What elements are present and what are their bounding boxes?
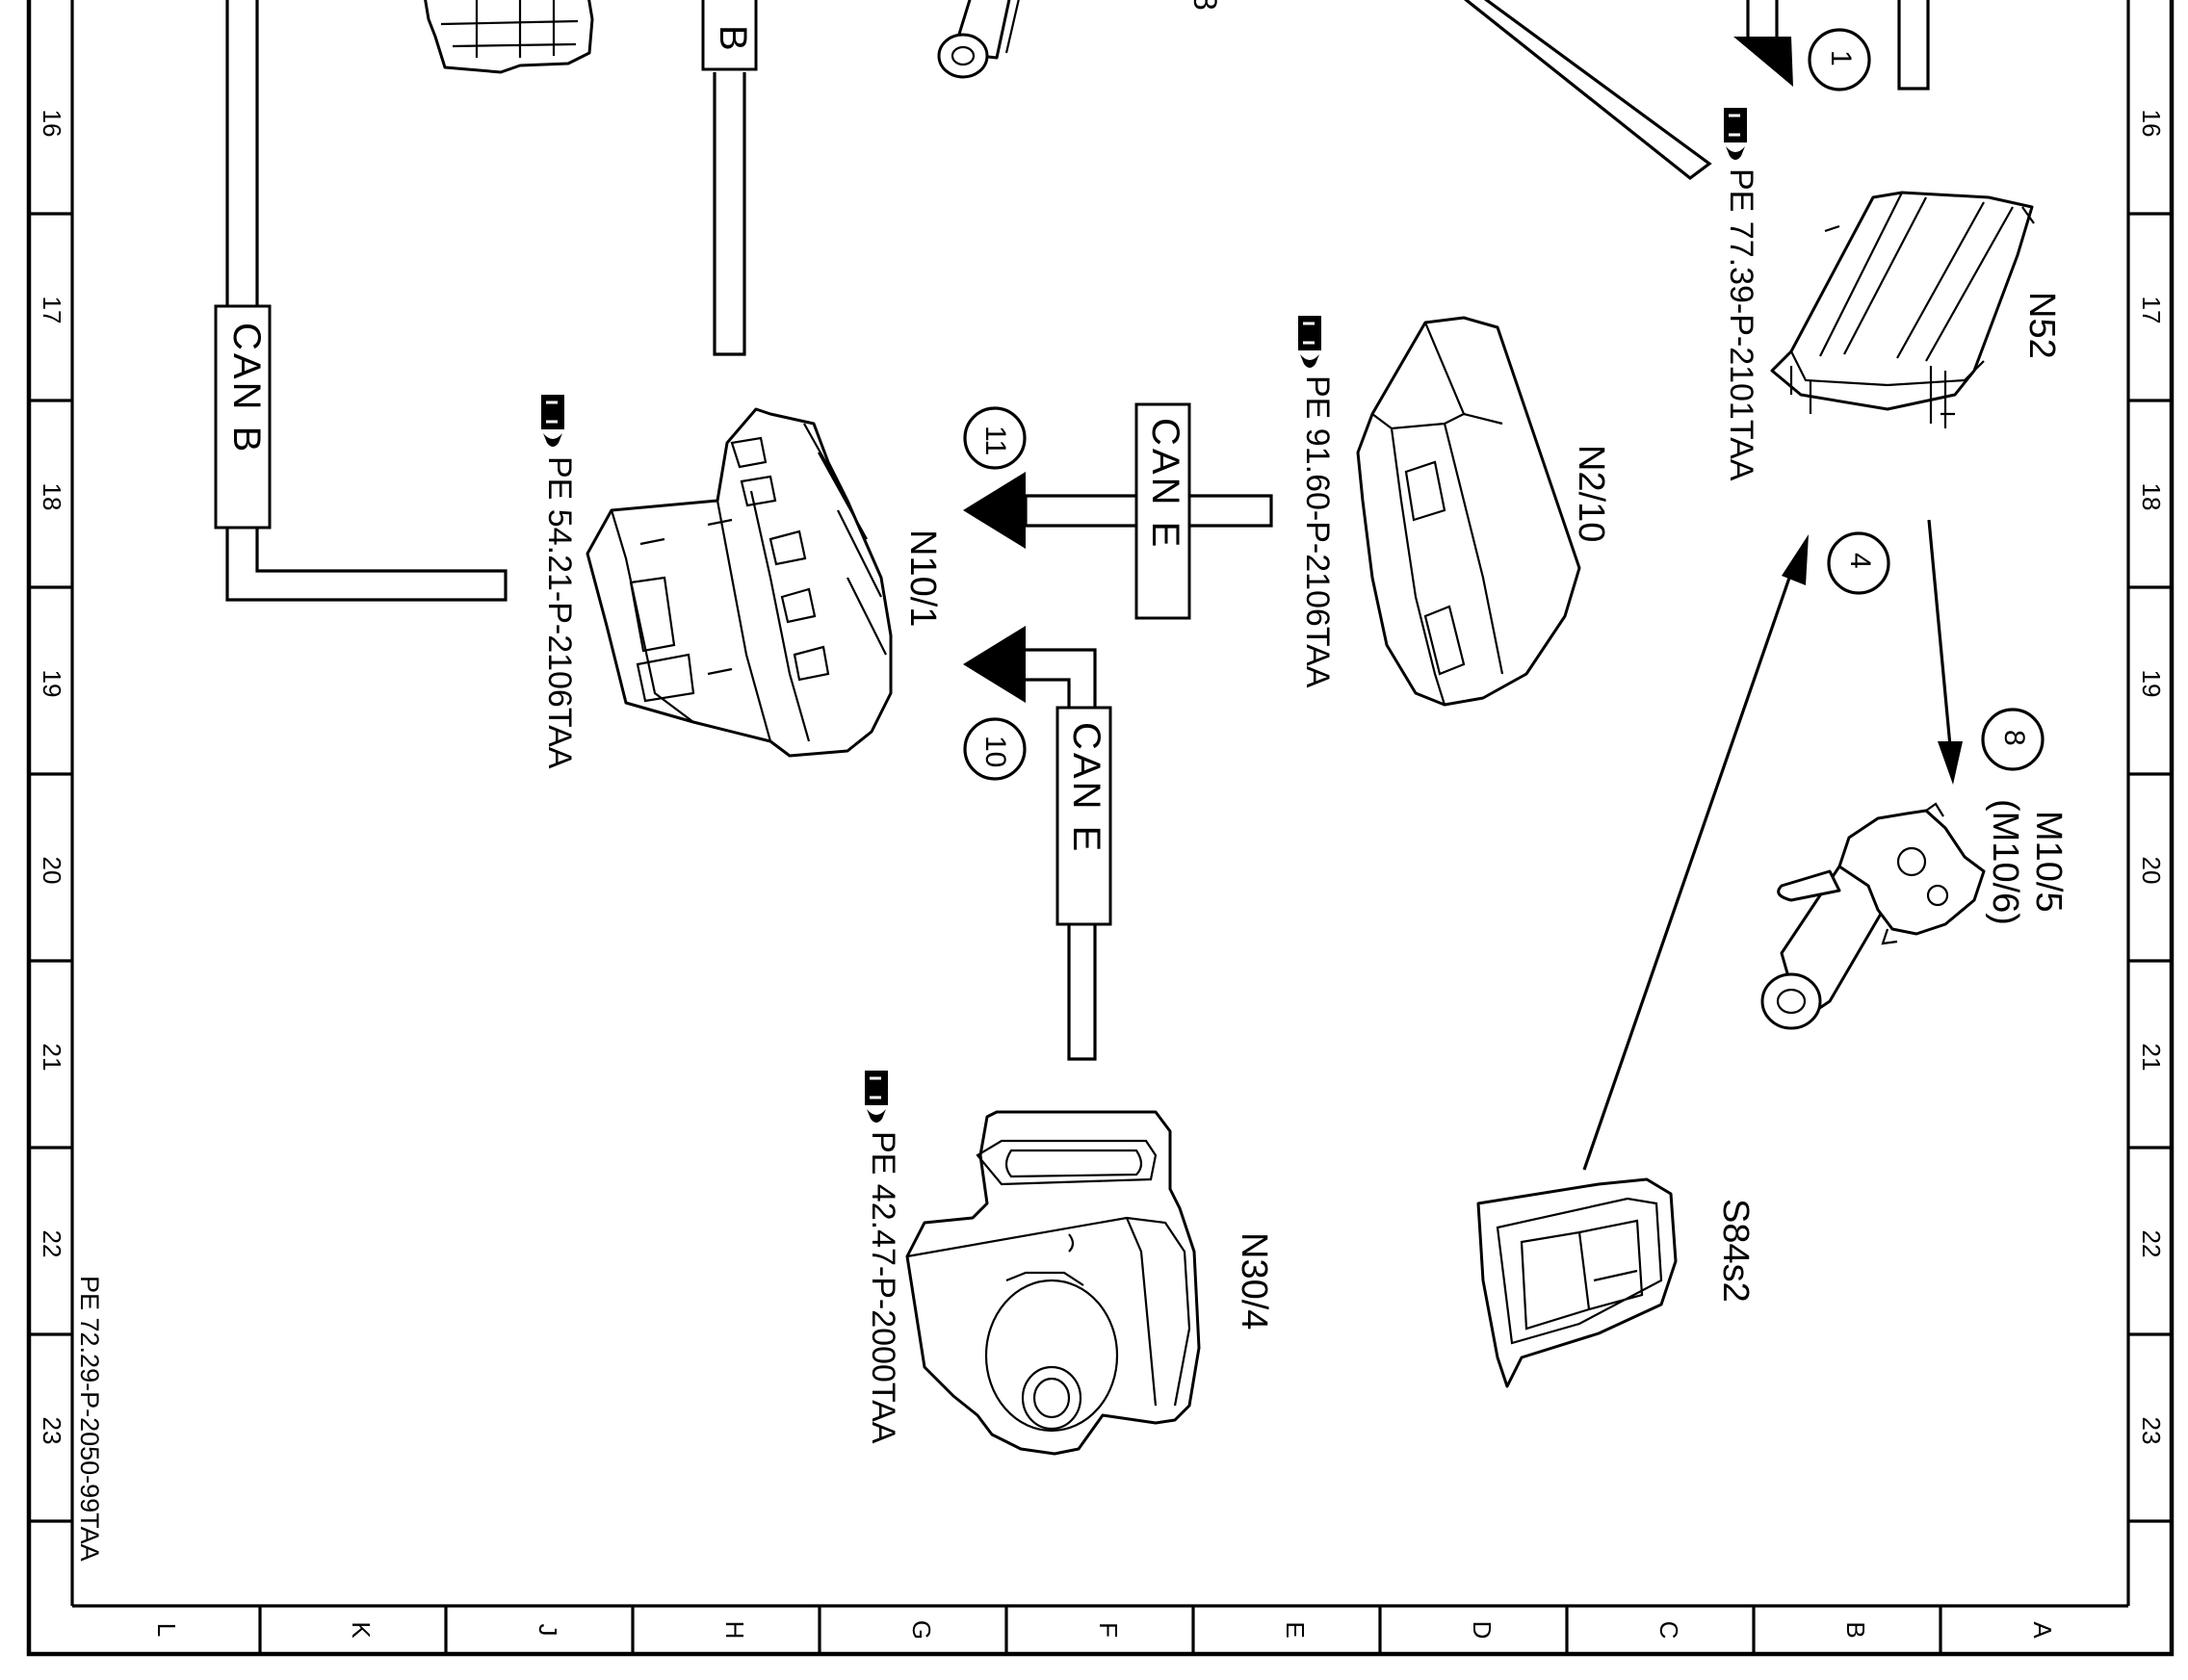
column-letter: J (534, 1624, 562, 1637)
callout-partial: 8 (1186, 0, 1223, 11)
component-n30-4 (905, 1110, 1201, 1456)
column-letter: G (907, 1620, 936, 1640)
row-number: 23 (2137, 1417, 2166, 1445)
reference-pe-54-21: PE 54.21-P-2106TAA (541, 456, 578, 769)
motor-partial-top (937, 0, 1020, 79)
reference-pe-77-39: PE 77.39-P-2101TAA (1723, 168, 1759, 481)
row-number: 23 (38, 1417, 66, 1445)
label-m10-5: M10/5 (2028, 811, 2069, 913)
column-letter: E (1281, 1621, 1310, 1638)
row-number: 16 (38, 110, 66, 138)
column-labels: L K J H G F E D C B A (152, 1620, 2057, 1640)
column-letter: L (152, 1623, 181, 1637)
row-number: 16 (2137, 110, 2166, 138)
hand-pointer-icon (1298, 316, 1321, 368)
callout-8: 8 (1998, 730, 2030, 746)
callout-10: 10 (979, 736, 1011, 767)
row-number: 20 (38, 857, 66, 885)
can-b-partial-label: B (712, 25, 754, 51)
column-letter: A (2028, 1621, 2057, 1639)
component-m10-5 (1760, 802, 1986, 1030)
label-s84s2: S84s2 (1715, 1199, 1756, 1303)
hand-pointer-icon (1724, 108, 1747, 160)
arrow-callout-8: 8 (1927, 519, 2045, 785)
wire-top-right (1897, 0, 1930, 90)
arrow-callout-4: 4 (1582, 531, 1890, 1171)
component-s84s2 (1476, 1177, 1678, 1388)
reference-pe-42-47: PE 42.47-P-2000TAA (865, 1131, 901, 1444)
label-n10-1: N10/1 (902, 530, 943, 627)
column-letter: B (1841, 1621, 1870, 1638)
column-letter: K (347, 1621, 376, 1639)
row-number: 18 (2137, 483, 2166, 511)
column-letter: F (1094, 1622, 1123, 1638)
row-number: 21 (2137, 1044, 2166, 1072)
bus-wire-diagonal (1463, 0, 1712, 181)
can-e-wire-lower: CAN E 10 (963, 626, 1112, 1061)
reference-pe-91-60: PE 91.60-P-2106TAA (1299, 375, 1336, 688)
row-number: 19 (38, 670, 66, 698)
column-letter: D (1468, 1621, 1497, 1640)
row-number: 22 (38, 1230, 66, 1258)
hand-pointer-icon (541, 395, 564, 447)
row-number: 18 (38, 483, 66, 511)
document-reference: PE 72.29-P-2050-99TAA (75, 1276, 104, 1562)
callout-4: 4 (1844, 553, 1876, 569)
row-number: 21 (38, 1044, 66, 1072)
hand-pointer-icon (865, 1071, 888, 1123)
can-e-wire-upper: CAN E 11 (963, 402, 1273, 620)
row-labels-right: 16 17 18 19 20 21 22 23 (2137, 110, 2166, 1445)
can-b-label: CAN B (225, 323, 268, 454)
arrow-callout-1: 1 (1733, 0, 1871, 91)
callout-11: 11 (979, 426, 1011, 455)
component-n52 (1770, 191, 2035, 428)
row-number: 19 (2137, 670, 2166, 698)
row-number: 20 (2137, 857, 2166, 885)
can-e-lower-label: CAN E (1065, 722, 1107, 854)
column-letter: H (720, 1621, 749, 1640)
label-n2-10: N2/10 (1571, 445, 1611, 542)
callout-1: 1 (1825, 50, 1857, 66)
label-n52: N52 (2021, 292, 2062, 359)
column-letter: C (1654, 1621, 1683, 1640)
row-labels-left: 16 17 18 19 20 21 22 23 (38, 110, 66, 1445)
component-n10-1 (586, 407, 893, 758)
row-number: 17 (38, 297, 66, 324)
connector-partial-top (424, 0, 594, 74)
label-n30-4: N30/4 (1234, 1232, 1274, 1330)
can-b-wire-top: B (701, 0, 758, 356)
component-n2-10 (1356, 316, 1581, 707)
can-e-upper-label: CAN E (1144, 418, 1186, 550)
row-number: 22 (2137, 1230, 2166, 1258)
row-number: 17 (2137, 297, 2166, 324)
sheet-frame (26, 0, 2175, 1657)
can-b-wire-left: CAN B (214, 0, 508, 602)
label-m10-6: (M10/6) (1985, 799, 2025, 925)
